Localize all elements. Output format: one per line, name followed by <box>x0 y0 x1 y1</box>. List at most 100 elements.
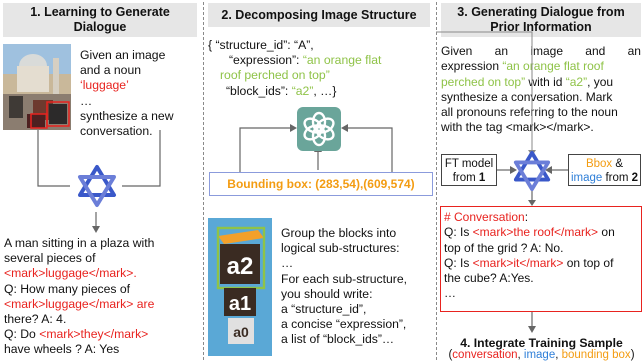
comma: , <box>517 349 524 361</box>
structure-json: { “structure_id”: “A”, “expression”: “an… <box>208 38 432 99</box>
prompt-line: and a noun <box>80 63 141 78</box>
panel1-prompt: Given an image and a noun ‘luggage’ … sy… <box>80 48 198 139</box>
paren: ( <box>448 349 453 361</box>
panel3-title-line: Prior Information <box>490 20 592 34</box>
panel1-arrows <box>37 130 161 233</box>
desc-word: expression <box>441 59 503 74</box>
desc-word: , you <box>587 74 614 89</box>
block-a0-label: a0 <box>233 324 249 340</box>
integrate-conversation: conversation <box>452 349 518 361</box>
json-line: “block_ids”: “a2”, …} <box>208 84 432 99</box>
instruction-line: For each sub-structure, <box>281 271 407 286</box>
conversation-mark: <mark>it</mark> <box>472 255 564 270</box>
desc-word: an <box>627 44 641 58</box>
bbox-image-step: 2 <box>631 172 639 184</box>
conversation-mark: <mark>the roof</mark> <box>472 225 599 240</box>
star-of-david-model-icon <box>76 164 118 208</box>
q-suffix: on <box>598 225 615 240</box>
instruction-line: logical sub-structures: <box>281 241 400 256</box>
json-expression: roof perched on top” <box>220 68 330 83</box>
conversation-box: # Conversation: Q: Is <mark>the roof</ma… <box>440 206 642 312</box>
panel2-title-text: 2. Decomposing Image Structure <box>221 7 417 22</box>
desc-word: with id <box>525 74 566 89</box>
desc-expression: perched on top” <box>441 74 526 89</box>
ft-model-step: 1 <box>478 172 486 184</box>
desc-word: and <box>585 44 606 58</box>
image-word: image <box>570 172 603 184</box>
dialogue-line: Q: How many pieces of <box>4 281 130 296</box>
panel3-description: Given an image and an expression “an ora… <box>441 44 641 136</box>
instruction-line: a “structure_id”, <box>281 302 367 317</box>
ft-model-box: FT model from 1 <box>441 154 497 186</box>
prompt-line: conversation. <box>80 124 153 139</box>
instruction-line: a list of “block_ids”… <box>281 332 395 347</box>
prompt-line: synthesize a new <box>80 108 174 123</box>
ft-model-label: FT model <box>444 158 494 170</box>
q-prefix: Q: Is <box>444 225 473 240</box>
ft-model-from: from <box>452 172 479 184</box>
panel1-title: 1. Learning to Generate Dialogue <box>3 3 197 37</box>
divider-1 <box>203 2 204 360</box>
amp-word: & <box>612 158 624 170</box>
ft-model-source: from 1 <box>442 171 496 185</box>
dialogue-line: several pieces of <box>4 251 96 266</box>
integrate-title-text: 4. Integrate Training Sample <box>460 336 623 350</box>
json-tail: , …} <box>313 83 337 98</box>
star-of-david-model-icon <box>512 150 552 192</box>
bbox-word: Bbox <box>585 158 613 170</box>
comma: , <box>555 349 562 361</box>
dialogue-line: there? A: 4. <box>4 312 67 327</box>
conversation-title: Conversation <box>454 210 525 224</box>
json-line: { “structure_id”: “A”, <box>208 38 314 52</box>
desc-word: Given <box>441 44 473 58</box>
conversation-header: # Conversation: <box>444 210 529 224</box>
q-prefix: Q: Is <box>444 255 473 270</box>
openai-logo-icon <box>297 107 341 151</box>
dialogue-line: … <box>4 358 198 362</box>
integrate-image: image <box>523 349 556 361</box>
conversation-line: the cube? A:Yes. <box>444 271 534 286</box>
venice-photo <box>3 44 71 130</box>
desc-line: Given an image and an <box>441 44 641 59</box>
block-a1-label: a1 <box>229 293 251 315</box>
dialogue-line: A man sitting in a plaza with <box>4 236 155 250</box>
panel1-title-text: 1. Learning to Generate Dialogue <box>30 5 170 34</box>
paren: ) <box>630 349 635 361</box>
desc-expression: “an orange flat roof <box>502 59 604 74</box>
conversation-ellipsis: … <box>444 286 456 301</box>
instruction-line: a concise “expression”, <box>281 317 407 332</box>
json-line: “expression”: “an orange flat <box>208 53 432 68</box>
panel1-dialogue: A man sitting in a plaza with several pi… <box>4 236 198 362</box>
panel3-title: 3. Generating Dialogue from Prior Inform… <box>441 3 641 37</box>
desc-line: expression “an orange flat roof <box>441 59 641 74</box>
instruction-line: … <box>281 256 294 271</box>
dialogue-line: Q: Do <mark>they</mark> <box>4 327 198 342</box>
conversation-text: # Conversation: Q: Is <mark>the roof</ma… <box>444 210 638 302</box>
conversation-line: Q: Is <mark>it</mark> on top of <box>444 256 638 271</box>
json-expression: “an orange flat <box>302 53 382 68</box>
instruction-line: you should write: <box>281 286 373 301</box>
noun-luggage: ‘luggage’ <box>80 78 129 93</box>
bbox-image-line: image from 2 <box>569 171 640 185</box>
panel3-title-line: 3. Generating Dialogue from <box>457 5 625 19</box>
panel2-title: 2. Decomposing Image Structure <box>208 3 430 27</box>
bbox-image-line: Bbox & <box>569 157 640 171</box>
conversation-line: top of the grid ? A: No. <box>444 240 564 255</box>
block-stack-image: a2 a1 a0 <box>208 218 272 356</box>
dialogue-mark: <mark>they</mark> <box>39 327 149 342</box>
grouping-instructions: Group the blocks into logical sub-struct… <box>281 226 433 348</box>
desc-line: perched on top” with id “a2”, you <box>441 75 641 90</box>
block-a2-label: a2 <box>227 253 254 280</box>
desc-word: an <box>494 44 509 58</box>
bbox-text: Bounding box: (283,54),(609,574) <box>227 177 415 191</box>
integrate-components: (conversation, image, bounding box) <box>441 349 642 362</box>
desc-word: image <box>530 44 563 58</box>
desc-id: “a2” <box>565 74 588 89</box>
desc-line: all pronouns referring to the noun <box>441 105 618 120</box>
hash: # <box>444 210 455 224</box>
divider-2 <box>436 2 437 360</box>
conversation-line: Q: Is <mark>the roof</mark> on <box>444 225 638 240</box>
dialogue-line: have wheels ? A: Yes <box>4 342 120 357</box>
json-key: “expression”: <box>229 53 303 68</box>
